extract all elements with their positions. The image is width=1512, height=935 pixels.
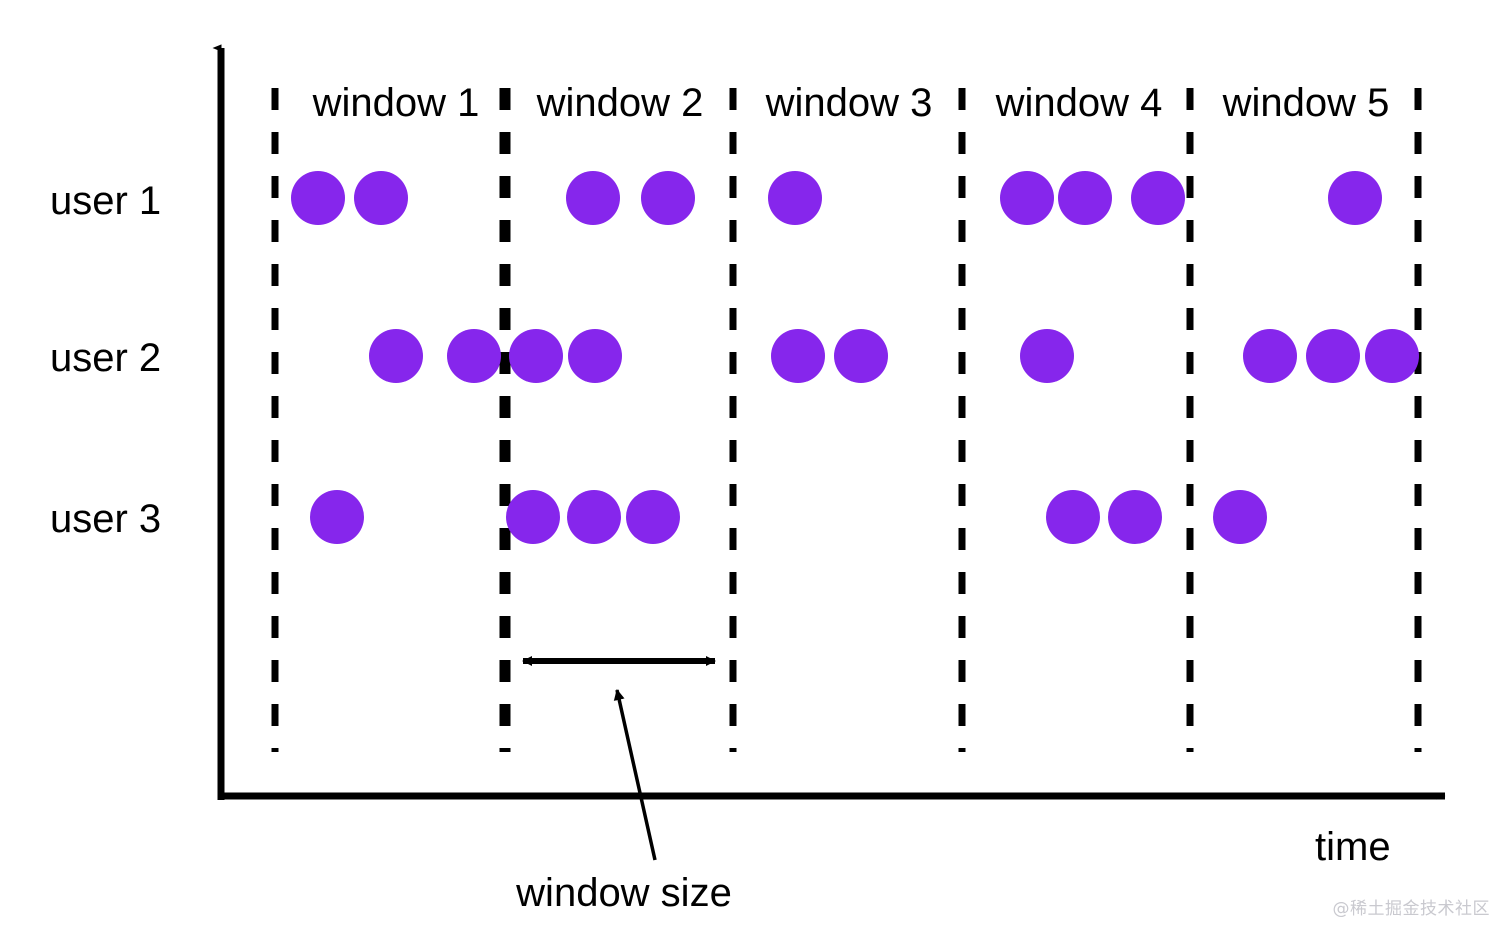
event-dots-user-2 [369,329,1419,383]
window-dividers [271,88,1422,752]
event-dot [768,171,822,225]
event-dot [1058,171,1112,225]
event-dot [354,171,408,225]
event-dot [310,490,364,544]
window-size-callout [613,689,657,861]
event-dot [1328,171,1382,225]
time-axis-label: time [1315,825,1391,869]
event-dot [567,490,621,544]
window-label-5: window 5 [1222,81,1390,125]
window-labels: window 1 window 2 window 3 window 4 wind… [312,81,1390,125]
window-label-3: window 3 [765,81,933,125]
event-dot [566,171,620,225]
watermark: @稀土掘金技术社区 [1332,899,1490,919]
event-dot [641,171,695,225]
event-dot [1000,171,1054,225]
row-label-user-2: user 2 [50,336,161,380]
event-dot [568,329,622,383]
event-dot [1306,329,1360,383]
window-label-2: window 2 [536,81,704,125]
row-label-user-1: user 1 [50,179,161,223]
event-dot [1108,490,1162,544]
event-dot [509,329,563,383]
event-dot [1020,329,1074,383]
event-dot [291,171,345,225]
event-dot [369,329,423,383]
event-dot [1131,171,1185,225]
event-dots-user-1 [291,171,1382,225]
event-dot [1365,329,1419,383]
event-dot [1243,329,1297,383]
row-labels: user 1 user 2 user 3 [50,179,161,541]
event-dot [506,490,560,544]
event-dot [771,329,825,383]
event-dot [626,490,680,544]
row-label-user-3: user 3 [50,497,161,541]
event-dot [1046,490,1100,544]
window-label-4: window 4 [995,81,1163,125]
event-dot [447,329,501,383]
event-dot [834,329,888,383]
window-label-1: window 1 [312,81,480,125]
event-dots-user-3 [310,490,1267,544]
event-dot [1213,490,1267,544]
window-size-label: window size [515,871,732,915]
